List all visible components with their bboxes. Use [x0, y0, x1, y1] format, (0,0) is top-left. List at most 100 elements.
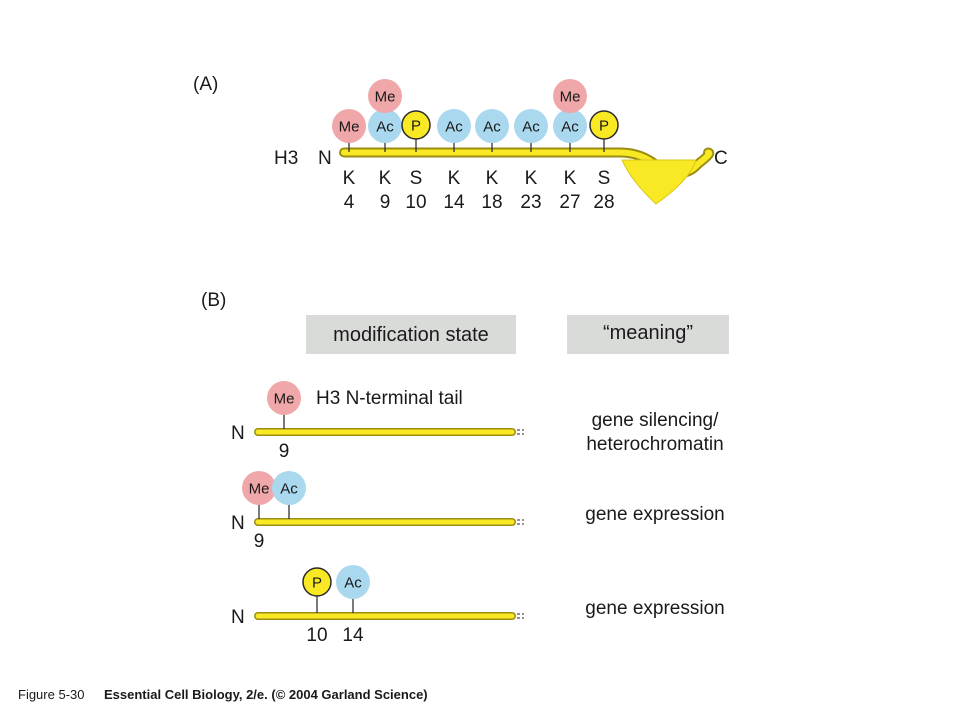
row-n-terminus: N	[231, 423, 245, 444]
residue-position: 14	[443, 192, 465, 213]
mod-p-bead: P	[401, 110, 431, 140]
mod-me-bead-text: Me	[560, 89, 581, 106]
mod-me-bead: Me	[267, 381, 301, 415]
mod-ac-bead: Ac	[368, 109, 402, 143]
panel-a: (A) H3 N C MeK 4 Ac MeK 9 P S 10 AcK 14 AcK 18 AcK 23…	[193, 74, 728, 213]
mod-p-bead-text: P	[599, 118, 609, 135]
mod-me-bead-circle	[368, 79, 402, 113]
amino-acid-letter: K	[564, 168, 577, 189]
caption: Figure 5-30 Essential Cell Biology, 2/e.…	[18, 687, 428, 702]
c-terminus-label: C	[714, 148, 728, 169]
mod-ac-bead-circle	[553, 109, 587, 143]
amino-acid-letter: S	[598, 168, 611, 189]
mod-me-bead: Me	[332, 109, 366, 143]
state-row: N Me 9 gene silencing/heterochromatin	[231, 381, 724, 462]
mod-me-bead-text: Me	[339, 119, 360, 136]
residue-position: 10	[405, 192, 426, 213]
figure-source: Essential Cell Biology, 2/e. (© 2004 Gar…	[104, 687, 428, 702]
state-header: modification state	[333, 324, 489, 346]
mark-position: 9	[279, 441, 290, 462]
residue-s10: P S 10	[401, 110, 431, 213]
mod-me-bead-circle	[242, 471, 276, 505]
mod-ac-bead-circle	[368, 109, 402, 143]
mod-ac-bead: Ac	[272, 471, 306, 505]
mod-ac-bead: Ac	[437, 109, 471, 143]
mod-p-bead-text: P	[411, 118, 421, 135]
mod-p-bead-text: P	[312, 575, 322, 592]
mod-p-bead-circle	[302, 567, 332, 597]
residue-k4: MeK 4	[332, 109, 366, 213]
state-header-box	[306, 315, 516, 354]
mod-p-bead-circle	[401, 110, 431, 140]
mod-me-bead-circle	[332, 109, 366, 143]
residue-k27: Ac MeK 27	[553, 79, 587, 213]
mod-p-bead: P	[589, 110, 619, 140]
row-meaning: heterochromatin	[586, 434, 723, 455]
panel-b: (B) modification state “meaning” H3 N-te…	[201, 290, 729, 646]
mod-ac-bead-circle	[475, 109, 509, 143]
mod-ac-bead: Ac	[553, 109, 587, 143]
amino-acid-letter: K	[379, 168, 392, 189]
mod-me-bead: Me	[368, 79, 402, 113]
mod-p-bead: P	[302, 567, 332, 597]
row-n-terminus: N	[231, 607, 245, 628]
mod-ac-bead: Ac	[514, 109, 548, 143]
amino-acid-letter: K	[343, 168, 356, 189]
residue-markers: MeK 4 Ac MeK 9 P S 10 AcK 14 AcK 18 AcK 23 Ac MeK 27 P S 28	[332, 79, 619, 213]
mod-me-bead: Me	[242, 471, 276, 505]
amino-acid-letter: K	[448, 168, 461, 189]
residue-k14: AcK 14	[437, 109, 471, 213]
mod-me-bead: Me	[553, 79, 587, 113]
row-n-terminus: N	[231, 513, 245, 534]
row-meaning: gene expression	[585, 598, 724, 619]
residue-k23: AcK 23	[514, 109, 548, 213]
amino-acid-letter: K	[525, 168, 538, 189]
mark-position: 9	[254, 531, 265, 552]
mod-ac-bead-text: Ac	[445, 119, 463, 136]
mod-ac-bead-circle	[336, 565, 370, 599]
mod-ac-bead-text: Ac	[561, 119, 579, 136]
mod-me-bead-text: Me	[249, 481, 270, 498]
meaning-header: “meaning”	[603, 322, 693, 344]
mod-ac-bead-circle	[272, 471, 306, 505]
row-meaning: gene silencing/	[592, 410, 719, 431]
mod-ac-bead-circle	[437, 109, 471, 143]
mod-ac-bead-text: Ac	[522, 119, 540, 136]
panel-a-label: (A)	[193, 74, 218, 95]
mark-position: 14	[342, 625, 364, 646]
residue-position: 27	[559, 192, 580, 213]
residue-position: 4	[344, 192, 355, 213]
mod-ac-bead-circle	[514, 109, 548, 143]
tail-label: H3 N-terminal tail	[316, 388, 463, 409]
mod-ac-bead-text: Ac	[483, 119, 501, 136]
mod-ac-bead-text: Ac	[376, 119, 394, 136]
residue-position: 23	[520, 192, 541, 213]
amino-acid-letter: K	[486, 168, 499, 189]
residue-k18: AcK 18	[475, 109, 509, 213]
mod-me-bead-circle	[267, 381, 301, 415]
state-row: NMe 9 Ac gene expression	[231, 471, 725, 552]
row-meaning: gene expression	[585, 504, 724, 525]
residue-k9: Ac MeK 9	[368, 79, 402, 213]
n-terminus-label: N	[318, 148, 332, 169]
residue-position: 28	[593, 192, 614, 213]
mod-me-bead-circle	[553, 79, 587, 113]
amino-acid-letter: S	[410, 168, 423, 189]
residue-s28: P S 28	[589, 110, 619, 213]
residue-position: 9	[380, 192, 391, 213]
meaning-header-box	[567, 315, 729, 354]
mod-ac-bead: Ac	[475, 109, 509, 143]
mod-p-bead-circle	[589, 110, 619, 140]
mod-me-bead-text: Me	[274, 391, 295, 408]
mod-ac-bead-text: Ac	[344, 575, 362, 592]
figure-number: Figure 5-30	[18, 687, 84, 702]
protein-label: H3	[274, 148, 298, 169]
mod-ac-bead: Ac	[336, 565, 370, 599]
mod-me-bead-text: Me	[375, 89, 396, 106]
globular-domain	[621, 159, 697, 205]
residue-position: 18	[481, 192, 502, 213]
